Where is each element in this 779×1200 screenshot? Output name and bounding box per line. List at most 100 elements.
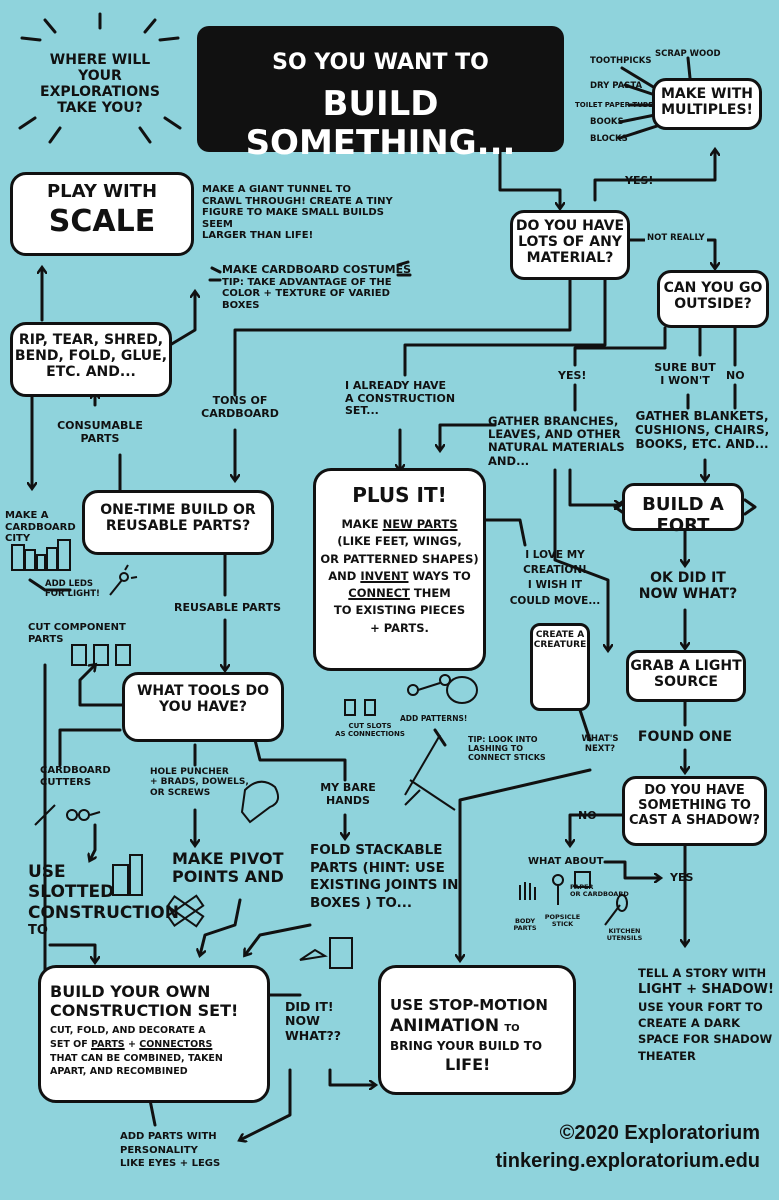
cut-parts-line: CUT COMPONENT <box>28 622 126 633</box>
build-set-line: APART, AND RECOMBINED <box>50 1066 188 1078</box>
stackable-text: FOLD STACKABLE PARTS (HINT: USE EXISTING… <box>310 842 480 912</box>
light-source-box <box>626 650 746 702</box>
popsicle-line: POPSICLE <box>544 913 581 921</box>
plus-it-text: (LIKE FEET, WINGS, <box>337 534 462 549</box>
paper-label: PAPER OR CARDBOARD <box>570 883 630 899</box>
header-question: WHERE WILL YOUR EXPLORATIONS TAKE YOU? <box>40 52 160 116</box>
construction-set-line: A CONSTRUCTION <box>345 391 456 405</box>
story-line: USE YOUR FORT TO <box>638 1000 763 1015</box>
city-line: CARDBOARD <box>5 521 76 533</box>
onetime-line: ONE-TIME BUILD OR <box>100 502 256 518</box>
did-it-text: DID IT! NOW WHAT?? <box>285 999 355 1043</box>
lashing-line: LASHING TO <box>468 744 524 754</box>
blankets-line: BOOKS, ETC. AND... <box>635 436 769 451</box>
multiples-line: MAKE WITH <box>661 86 753 102</box>
build-set-title: BUILD YOUR OWN CONSTRUCTION SET! <box>50 982 265 1020</box>
branches-line: AND... <box>488 453 530 468</box>
cut-slots-line: CUT SLOTS <box>348 722 392 730</box>
footer-url[interactable]: tinkering.exploratorium.edu <box>495 1150 760 1172</box>
popsicle-line: STICK <box>551 920 574 929</box>
kitchen-utensils-label: KITCHEN UTENSILS <box>597 927 652 943</box>
did-it-line: DID IT! <box>285 999 334 1014</box>
branches-text: GATHER BRANCHES, LEAVES, AND OTHER NATUR… <box>488 414 628 468</box>
leds-line: FOR LIGHT! <box>45 588 100 599</box>
add-patterns-label: ADD PATTERNS! <box>400 714 468 723</box>
city-line: MAKE A <box>5 510 49 521</box>
fort-text: BUILD A FORT <box>642 494 724 536</box>
stackable-line: EXISTING JOINTS IN <box>310 877 459 894</box>
not-really-label: NOT REALLY <box>645 233 707 244</box>
item-blocks: BLOCKS <box>590 134 628 144</box>
header-question-line: YOUR EXPLORATIONS <box>40 68 160 101</box>
blankets-line: CUSHIONS, CHAIRS, <box>634 422 770 437</box>
shadow-question-line: DO YOU HAVE <box>644 783 745 798</box>
ok-did-it-line: NOW WHAT? <box>638 586 738 603</box>
whats-next-line: WHAT'S <box>581 734 619 744</box>
story-line: SPACE FOR SHADOW <box>638 1032 773 1047</box>
multiples-text: MAKE WITH MULTIPLES! <box>652 86 762 118</box>
cutters-line: CUTTERS <box>40 776 92 788</box>
scale-box <box>10 172 194 256</box>
rip-line: ETC. AND... <box>46 364 136 381</box>
found-one-label: FOUND ONE <box>630 729 740 746</box>
item-dry-pasta: DRY PASTA <box>590 81 643 91</box>
tools-box <box>122 672 284 742</box>
tons-line: TONS OF <box>212 394 268 407</box>
header-question-line: WHERE WILL <box>49 52 151 68</box>
leds-label: ADD LEDS FOR LIGHT! <box>45 579 115 600</box>
branches-line: GATHER BRANCHES, <box>488 414 619 428</box>
ok-did-it-line: OK DID IT <box>650 570 726 586</box>
multiples-box <box>652 78 762 130</box>
plus-it-text: INVENT <box>360 568 409 583</box>
shadow-question-line: SOMETHING TO <box>638 797 751 813</box>
tons-label: TONS OF CARDBOARD <box>195 394 285 420</box>
pivot-line: MAKE PIVOT <box>172 849 284 868</box>
stop-motion-line: TO <box>504 1023 520 1035</box>
plus-it-text: AND <box>328 568 357 583</box>
outside-sure-line: SURE BUT <box>654 361 716 374</box>
plus-it-body: MAKE NEW PARTS (LIKE FEET, WINGS, OR PAT… <box>318 516 481 637</box>
story-text: TELL A STORY WITH LIGHT + SHADOW! USE YO… <box>638 965 778 1064</box>
body-parts-label: BODY PARTS <box>505 917 545 933</box>
plus-it-title: PLUS IT! <box>352 483 447 507</box>
plus-it-text: CONNECT <box>348 586 410 600</box>
lashing-line: TIP: LOOK INTO <box>468 735 538 744</box>
lashing-line: CONNECT STICKS <box>468 753 546 763</box>
construction-set-label: I ALREADY HAVE A CONSTRUCTION SET... <box>345 379 465 418</box>
slotted-line: CONSTRUCTION <box>28 902 179 923</box>
item-toilet-paper-tubes: TOILET PAPER TUBES <box>575 101 659 109</box>
paper-line: OR CARDBOARD <box>570 890 629 899</box>
rip-line: RIP, TEAR, SHRED, <box>18 332 164 348</box>
cutters-label: CARDBOARD CUTTERS <box>40 765 120 788</box>
item-toothpicks: TOOTHPICKS <box>590 56 652 66</box>
costumes-line: TIP: TAKE ADVANTAGE OF THE <box>222 276 392 288</box>
whats-next-label: WHAT'S NEXT? <box>575 734 625 755</box>
plus-it-text: MAKE <box>341 517 379 531</box>
stop-motion-line: LIFE! <box>445 1055 491 1075</box>
personality-line: ADD PARTS WITH <box>120 1131 217 1142</box>
plus-it-text: NEW PARTS <box>382 517 458 531</box>
plus-it-text: OR PATTERNED SHAPES) <box>320 551 479 566</box>
cut-parts-line: PARTS <box>28 633 64 645</box>
onetime-box <box>82 490 274 555</box>
love-text: I LOVE MY CREATION! I WISH IT COULD MOVE… <box>505 548 605 609</box>
blankets-text: GATHER BLANKETS, CUSHIONS, CHAIRS, BOOKS… <box>632 409 772 451</box>
bare-hands-label: MY BARE HANDS <box>318 781 378 807</box>
shadow-question-box <box>622 776 767 846</box>
branches-line: LEAVES, AND OTHER <box>488 427 621 442</box>
header-question-line: TAKE YOU? <box>57 100 143 117</box>
bare-hands-line: HANDS <box>326 793 370 807</box>
did-it-line: WHAT?? <box>285 1027 341 1043</box>
body-parts-line: BODY <box>514 917 536 925</box>
material-line: MATERIAL? <box>526 250 614 267</box>
build-set-line: CONNECTORS <box>139 1038 213 1050</box>
stackable-line: BOXES ) TO... <box>310 894 412 911</box>
tools-text: WHAT TOOLS DO YOU HAVE? <box>122 683 284 715</box>
consumable-line: PARTS <box>80 431 120 445</box>
shadow-question-text: DO YOU HAVE SOMETHING TO CAST A SHADOW? <box>622 783 767 829</box>
plus-it-text: TO EXISTING PIECES <box>333 603 466 618</box>
paper-line: PAPER <box>570 883 594 891</box>
material-line: LOTS OF ANY <box>518 234 622 251</box>
cut-slots-label: CUT SLOTS AS CONNECTIONS <box>330 722 410 738</box>
rip-text: RIP, TEAR, SHRED, BEND, FOLD, GLUE, ETC.… <box>10 332 172 380</box>
